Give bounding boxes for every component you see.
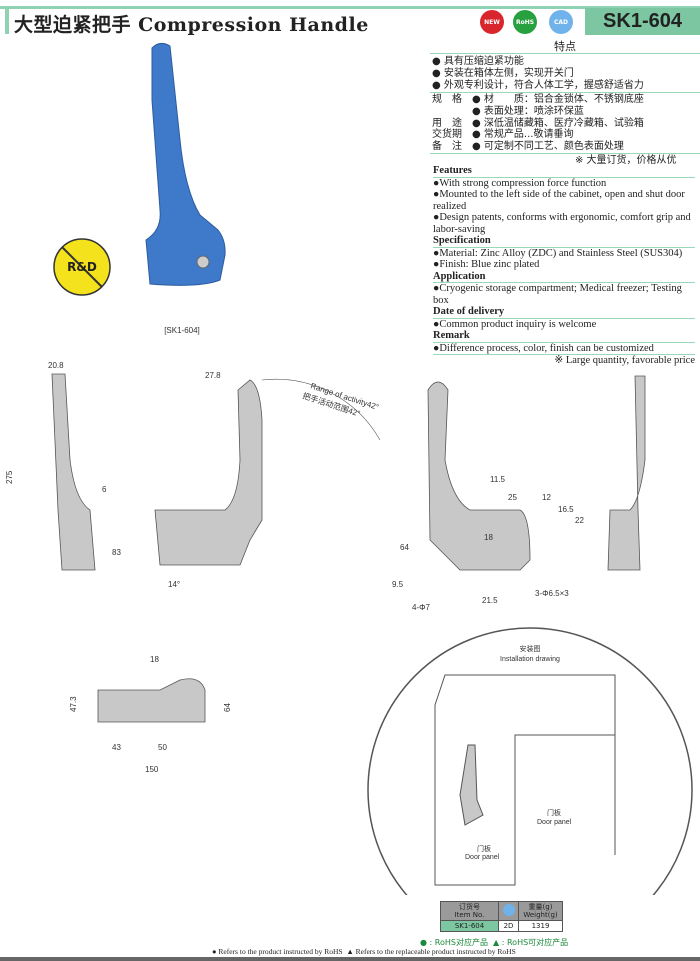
cn-feature: ● 外观专利设计，符合人体工学，握感舒适省力 [432, 80, 644, 91]
svg-text:6: 6 [102, 485, 107, 494]
svg-text:14°: 14° [168, 580, 180, 589]
cn-spec-row: 用 途● 深低温储藏箱、医疗冷藏箱、试验箱 [432, 118, 644, 129]
cn-spec-row: ● 表面处理：喷涂环保蓝 [472, 106, 584, 117]
cn-spec-row: 规 格● 材 质：铝合金锁体、不锈钢底座 [432, 94, 644, 105]
product-caption: [SK1-604] [164, 326, 200, 335]
technical-drawings: 20.8 275 6 83 27.8 Range of activity42° … [5, 361, 646, 612]
model-number: SK1-604 [585, 8, 700, 35]
svg-text:12: 12 [542, 493, 551, 502]
svg-text:20.8: 20.8 [48, 361, 64, 370]
svg-text:18: 18 [150, 655, 159, 664]
divider [430, 153, 700, 154]
svg-text:11.5: 11.5 [490, 475, 506, 484]
svg-text:Door panel: Door panel [537, 819, 572, 826]
rohs-legend-en: ● Refers to the product instructed by Ro… [212, 947, 516, 956]
weight: 1319 [518, 920, 563, 932]
cad-badge-icon[interactable]: CAD [549, 10, 573, 34]
new-badge-icon: NEW [480, 10, 504, 34]
divider [430, 53, 700, 54]
svg-text:16.5: 16.5 [558, 505, 574, 514]
svg-text:47.3: 47.3 [69, 696, 78, 712]
top-view-drawing: 18 47.3 64 43 50 150 [69, 655, 232, 774]
svg-text:门板: 门板 [477, 844, 491, 853]
svg-text:R&D: R&D [67, 260, 97, 274]
svg-text:22: 22 [575, 516, 584, 525]
item-number: SK1-604 [440, 920, 499, 932]
svg-text:安装图: 安装图 [520, 644, 541, 653]
svg-text:64: 64 [400, 543, 409, 552]
features-en: Features ●With strong compression force … [433, 165, 695, 366]
svg-text:25: 25 [508, 493, 517, 502]
rohs-badge-icon: RoHS [513, 10, 537, 34]
title-accent-bar [5, 6, 9, 34]
cad-icon [502, 904, 515, 916]
svg-text:43: 43 [112, 743, 121, 752]
cad-type: 2D [498, 920, 519, 932]
page-title: 大型迫紧把手 Compression Handle [14, 14, 369, 36]
svg-text:21.5: 21.5 [482, 596, 498, 605]
rohs-legend-cn: ● : RoHS对应产品 ▲ : RoHS可对应产品 [420, 938, 569, 947]
top-rule [0, 6, 700, 9]
svg-text:Installation drawing: Installation drawing [500, 656, 560, 663]
svg-text:83: 83 [112, 548, 121, 557]
cn-feature: ● 安装在箱体左侧，实现开关门 [432, 68, 574, 79]
svg-text:275: 275 [5, 470, 14, 484]
cn-price-note: ※ 大量订货，价格从优 [575, 155, 677, 166]
svg-text:Door panel: Door panel [465, 854, 500, 861]
svg-text:27.8: 27.8 [205, 371, 221, 380]
bottom-rule [0, 957, 700, 961]
svg-text:门板: 门板 [547, 808, 561, 817]
product-photo: R&D [SK1-604] [53, 42, 226, 335]
svg-text:4-Φ7: 4-Φ7 [412, 603, 430, 612]
svg-text:18: 18 [484, 533, 493, 542]
installation-drawing: 安装图 Installation drawing 门板 Door panel 门… [367, 627, 693, 895]
rd-icon: R&D [53, 238, 111, 296]
svg-text:150: 150 [145, 765, 159, 774]
svg-text:9.5: 9.5 [392, 580, 404, 589]
divider [430, 92, 700, 93]
svg-text:50: 50 [158, 743, 167, 752]
svg-text:64: 64 [223, 703, 232, 712]
features-cn-heading: 特点 [554, 40, 576, 53]
lock-cylinder-icon [196, 255, 210, 269]
cn-feature: ● 具有压缩迫紧功能 [432, 56, 524, 67]
svg-text:3-Φ6.5×3: 3-Φ6.5×3 [535, 589, 569, 598]
cn-spec-row: 备 注● 可定制不同工艺、颜色表面处理 [432, 141, 624, 152]
cn-spec-row: 交货期● 常规产品...敬请垂询 [432, 129, 574, 140]
